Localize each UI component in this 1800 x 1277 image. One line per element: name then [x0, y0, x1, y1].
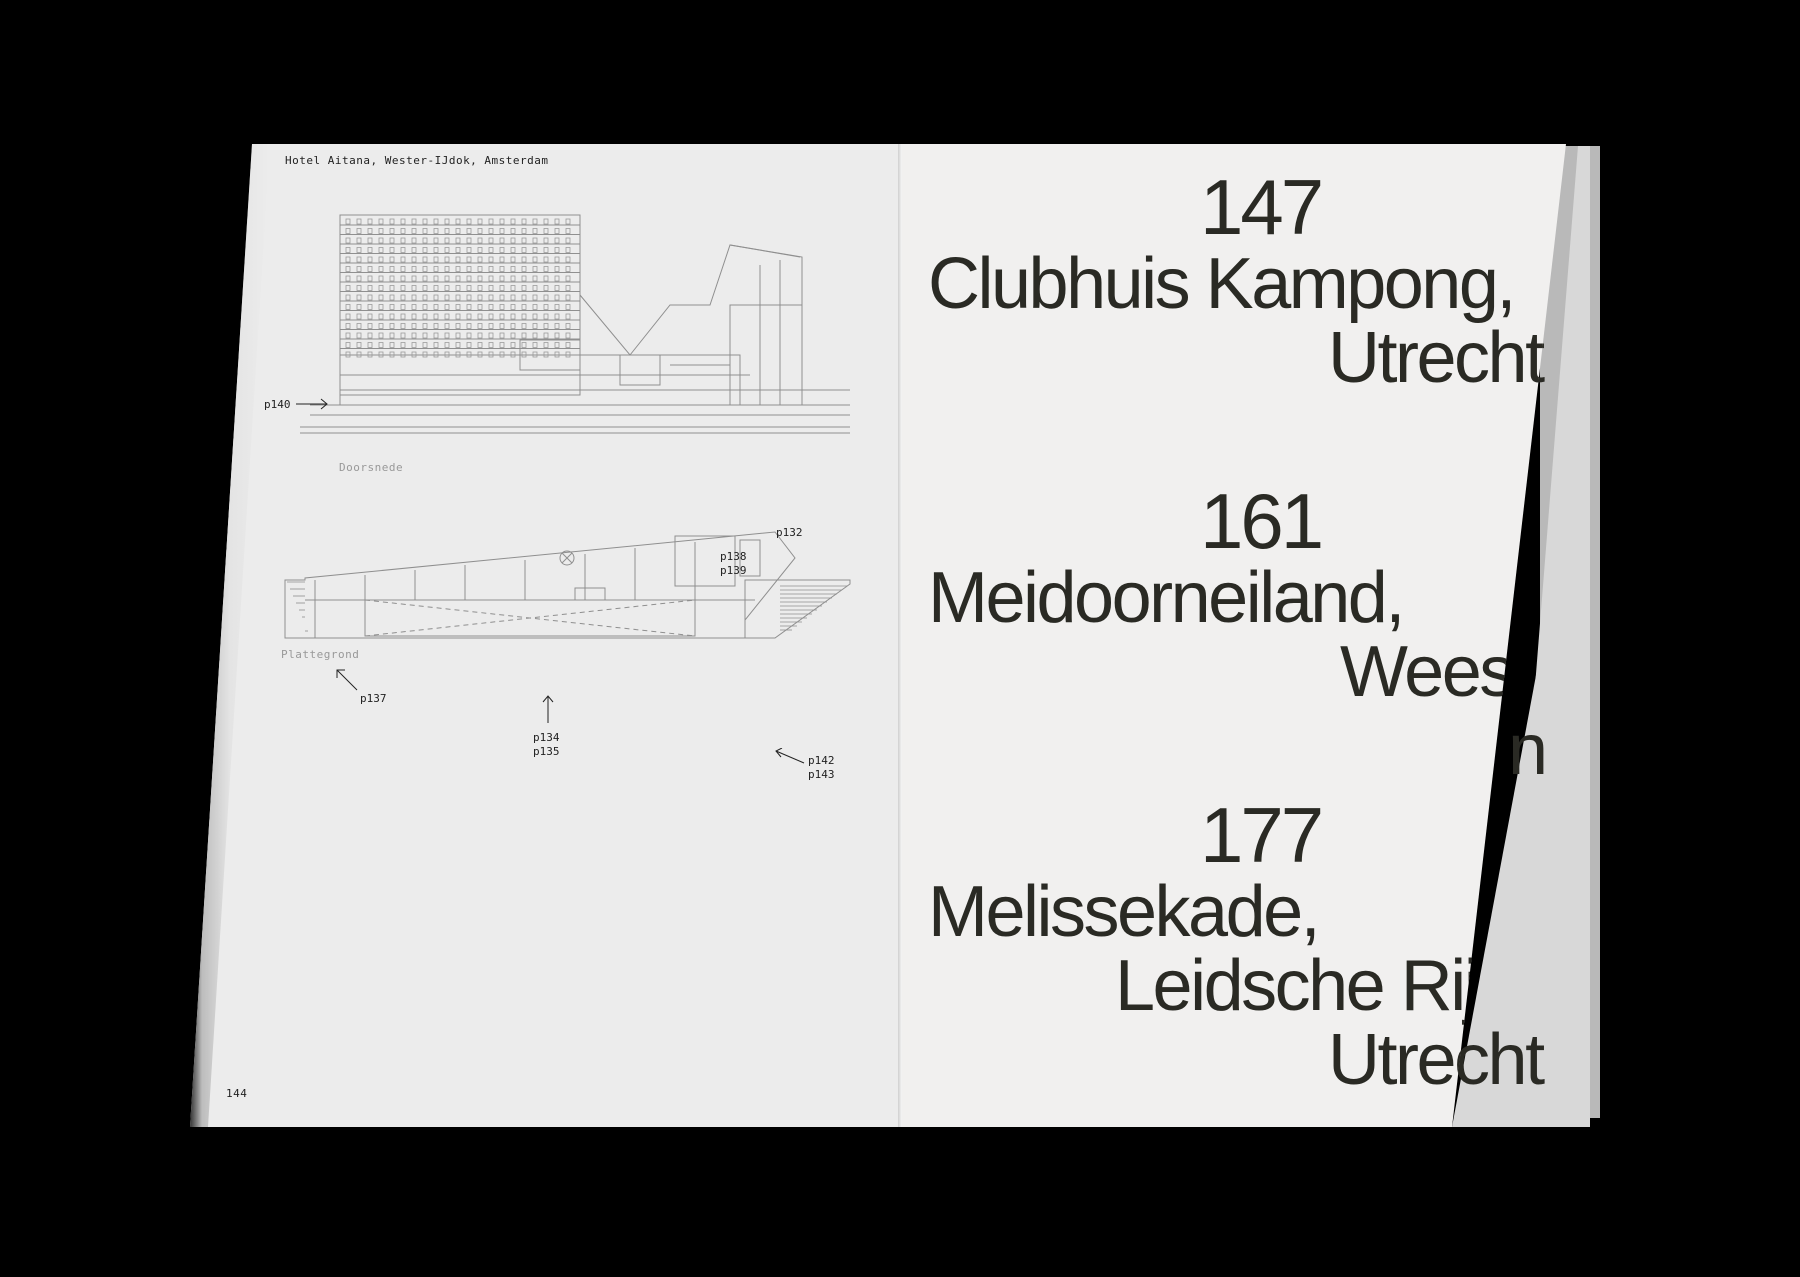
ref-p134-line: p134 — [533, 731, 560, 744]
plan-label: Plattegrond — [281, 648, 360, 661]
entry-number-177: 177 — [1200, 791, 1324, 879]
arrow-up-left-icon — [775, 748, 805, 764]
running-head: Hotel Aitana, Wester-IJdok, Amsterdam — [285, 154, 549, 167]
section-label: Doorsnede — [339, 461, 404, 474]
page-number: 144 — [226, 1087, 248, 1100]
arrow-right-icon — [296, 398, 328, 410]
ref-p134: p134 p135 — [533, 731, 560, 759]
entry-number-161: 161 — [1200, 477, 1324, 565]
entry-title-177-line2: Leidsche Rijn, — [1115, 946, 1535, 1026]
ref-p143-line: p143 — [808, 768, 835, 781]
arrow-up-left-icon — [336, 669, 358, 691]
arrow-up-icon — [542, 695, 554, 723]
ref-p140: p140 — [264, 398, 291, 411]
plan-drawing — [284, 531, 851, 639]
spine — [898, 144, 902, 1127]
entry-title-161-line1: Meidoorneiland, — [928, 558, 1405, 638]
ref-p138: p138 p139 — [720, 550, 747, 578]
underlying-fragment: n — [1508, 710, 1546, 790]
entry-title-147-line2: Utrecht — [1328, 318, 1545, 398]
ref-p142-line: p142 — [808, 754, 835, 767]
entry-title-177-line1: Melissekade, — [928, 872, 1321, 952]
ref-p138-line: p138 — [720, 550, 747, 563]
ref-p137: p137 — [360, 692, 387, 705]
ref-p139-line: p139 — [720, 564, 747, 577]
ref-p142: p142 p143 — [808, 754, 835, 782]
ref-p132: p132 — [776, 526, 803, 539]
ref-p135-line: p135 — [533, 745, 560, 758]
entry-title-147-line1: Clubhuis Kampong, — [928, 244, 1516, 324]
entry-number-147: 147 — [1200, 163, 1324, 251]
entry-title-161-line2: Weesp — [1340, 632, 1553, 712]
section-drawing — [300, 214, 850, 434]
